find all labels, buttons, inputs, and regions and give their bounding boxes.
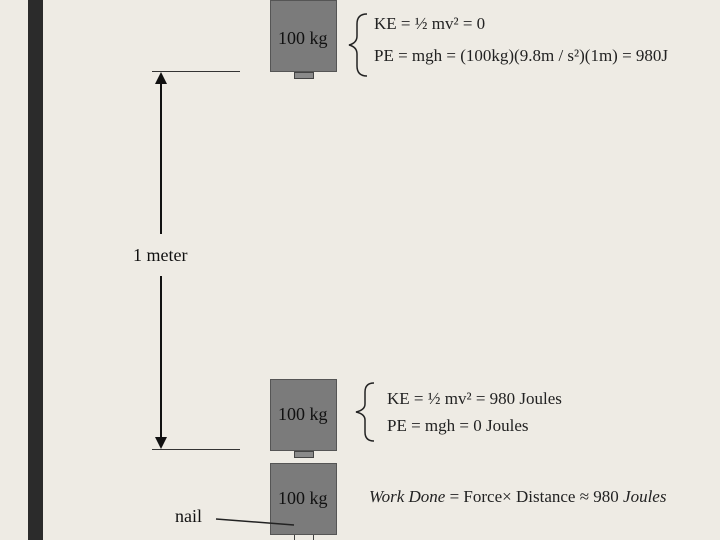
bottom-pe-equation: PE = mgh = 0 Joules (387, 416, 529, 435)
top-mass-label: 100 kg (278, 28, 328, 48)
middle-mass-hook (294, 451, 314, 458)
work-done-unit: Joules (623, 487, 667, 506)
middle-mass-label: 100 kg (278, 404, 328, 424)
arrow-down-icon (155, 437, 167, 449)
middle-mass-block (270, 379, 337, 451)
top-reference-line (152, 71, 240, 72)
nail-pointer-line (215, 518, 295, 526)
nail-shaft (294, 535, 314, 540)
work-done-expression: = Force× Distance ≈ 980 (449, 487, 619, 506)
upper-dimension-line (160, 83, 162, 234)
distance-label: 1 meter (133, 245, 188, 265)
arrow-up-icon (155, 72, 167, 84)
bottom-mass-label: 100 kg (278, 488, 328, 508)
bottom-mass-block (270, 463, 337, 535)
top-ke-equation: KE = ½ mv² = 0 (374, 14, 486, 33)
bottom-ke-equation: KE = ½ mv² = 980 Joules (387, 389, 562, 408)
bottom-reference-line (152, 449, 240, 450)
nail-label: nail (175, 506, 202, 526)
top-mass-hook (294, 72, 314, 79)
lower-dimension-line (160, 276, 162, 438)
left-wall-bar (28, 0, 43, 540)
top-brace-icon (348, 13, 368, 77)
work-done-equation: Work Done = Force× Distance ≈ 980 Joules (369, 487, 666, 507)
work-done-label: Work Done (369, 487, 446, 506)
bottom-brace-icon (355, 382, 375, 442)
top-mass-block (270, 0, 337, 72)
top-pe-equation: PE = mgh = (100kg)(9.8m / s²)(1m) = 980J (374, 46, 669, 65)
